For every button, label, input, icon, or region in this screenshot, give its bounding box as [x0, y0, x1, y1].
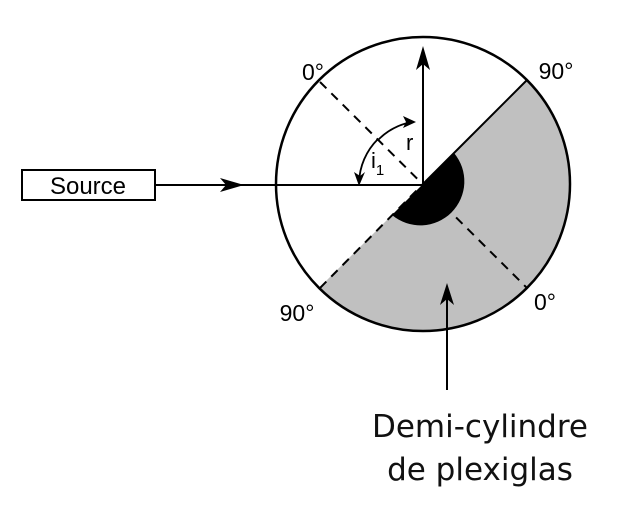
incidence-arc-arrowhead [354, 172, 365, 186]
caption-pointer-arrowhead [440, 283, 454, 305]
source-label: Source [50, 173, 126, 200]
surface-dashed-line [319, 183, 424, 289]
refraction-arc-arrowhead [403, 116, 416, 128]
incident-ray-arrowhead [220, 178, 244, 192]
incidence-angle-symbol: i1 [371, 148, 384, 179]
demi-cylinder-shape [392, 153, 465, 226]
angle-label-top-left: 0° [302, 59, 324, 85]
plexiglas-half-disc [276, 37, 570, 331]
angle-label-bottom-left: 90° [280, 300, 315, 326]
angle-label-top-right: 90° [539, 58, 574, 84]
source-box [21, 169, 156, 201]
plexiglas-region [276, 37, 570, 331]
angle-label-bottom-right: 0° [534, 289, 556, 315]
refraction-angle-symbol: r [406, 130, 413, 155]
caption-line-2: de plexiglas [387, 452, 573, 488]
refracted-ray-arrowhead [416, 46, 430, 70]
caption-line-1: Demi-cylindre [372, 409, 588, 445]
